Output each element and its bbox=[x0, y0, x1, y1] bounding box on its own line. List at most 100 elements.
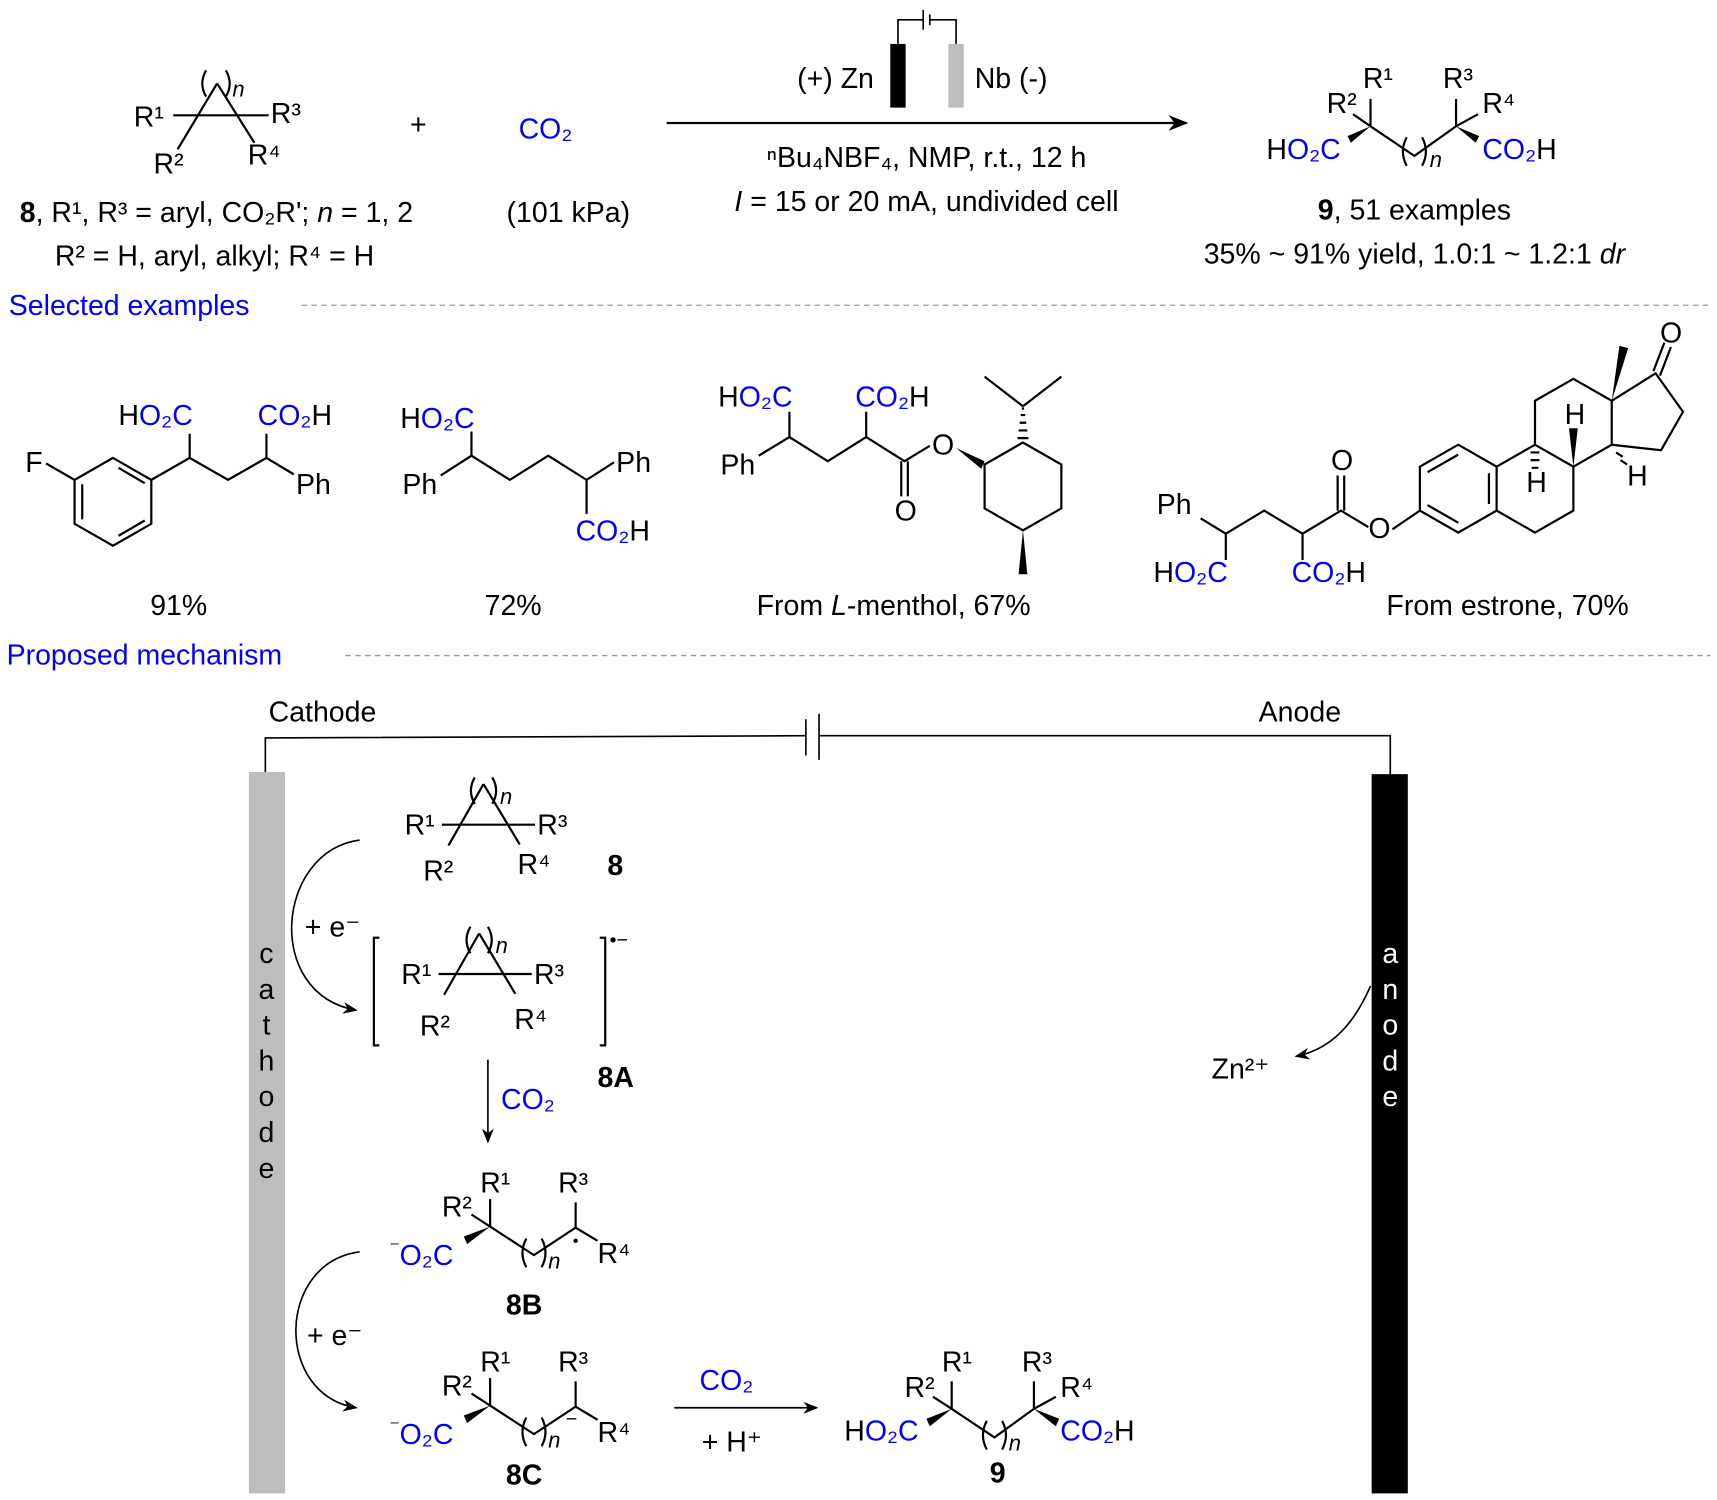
hydrogen-label: H bbox=[1526, 467, 1547, 499]
electrode-letter: d bbox=[1382, 1045, 1398, 1077]
r4-label: R⁴ bbox=[248, 140, 281, 172]
electrode-letter: n bbox=[1382, 974, 1398, 1006]
zinc-ion-label: Zn²⁺ bbox=[1212, 1053, 1270, 1085]
section-title-selected: Selected examples bbox=[9, 290, 250, 322]
carboxyl: HO₂C bbox=[1153, 557, 1227, 589]
carboxyl-left: HO₂C bbox=[844, 1416, 918, 1448]
electrolysis-cell-icon bbox=[890, 9, 964, 108]
electrode-letter: e bbox=[259, 1153, 275, 1185]
electrode-letter: c bbox=[259, 938, 273, 970]
hydrogen-label: H bbox=[1565, 399, 1586, 431]
product-9: n HO₂C CO₂H R² R¹ R³ R⁴ bbox=[1266, 63, 1556, 172]
carboxyl: CO₂H bbox=[855, 381, 929, 413]
r2-label: R² bbox=[442, 1371, 472, 1403]
n-label: n bbox=[232, 77, 244, 102]
proton-label: + H⁺ bbox=[702, 1427, 762, 1459]
n-label: n bbox=[500, 784, 512, 809]
label-8B: 8B bbox=[506, 1289, 542, 1321]
intermediate-8B: n ⁻O₂C R² R¹ R³ R⁴ bbox=[389, 1168, 630, 1274]
oxygen-label: O bbox=[895, 495, 917, 527]
n-label: n bbox=[496, 933, 508, 958]
r2-label: R² bbox=[420, 1010, 450, 1042]
carboxylate: ⁻O₂C bbox=[389, 1416, 453, 1451]
ketone-oxygen-label: O bbox=[1660, 318, 1682, 350]
r3-label: R³ bbox=[271, 98, 301, 130]
carboxylate: ⁻O₂C bbox=[389, 1237, 453, 1272]
example-4-estrone: Ph O O O H H H HO₂C CO₂H bbox=[1153, 318, 1685, 589]
yield-description: 35% ~ 91% yield, 1.0:1 ~ 1.2:1 dr bbox=[1204, 239, 1627, 271]
co2-reagent: CO₂ bbox=[519, 113, 573, 145]
radical-anion-8A: n R¹ R³ R² R⁴ •− bbox=[372, 926, 628, 1047]
co2-label: CO₂ bbox=[501, 1084, 555, 1116]
oxygen-label: O bbox=[932, 430, 954, 462]
r2-label: R² bbox=[1327, 88, 1357, 120]
r1-label: R¹ bbox=[401, 959, 431, 991]
r2-label: R² bbox=[423, 856, 453, 888]
r3-label: R³ bbox=[534, 959, 564, 991]
pressure-label: (101 kPa) bbox=[507, 197, 631, 229]
hydrogen-label: H bbox=[1627, 460, 1648, 492]
zn-electrode bbox=[890, 43, 906, 108]
electrode-letter: o bbox=[259, 1081, 275, 1113]
cathode-title: Cathode bbox=[269, 696, 377, 728]
carboxyl: CO₂H bbox=[576, 515, 650, 547]
phenyl-label: Ph bbox=[720, 449, 755, 481]
r1-label: R¹ bbox=[942, 1347, 972, 1379]
intermediate-8C: n − ⁻O₂C R² R¹ R³ R⁴ bbox=[389, 1347, 630, 1453]
carbanion-charge: − bbox=[566, 1408, 578, 1430]
compound-8: n R¹ R³ R² R⁴ bbox=[405, 776, 567, 888]
carboxyl-right: CO₂H bbox=[1482, 134, 1556, 166]
phenyl-label: Ph bbox=[296, 469, 331, 501]
label-8C: 8C bbox=[506, 1460, 542, 1492]
example-1-yield: 91% bbox=[150, 590, 207, 622]
r2-label: R² bbox=[153, 148, 183, 180]
carboxyl: HO₂C bbox=[400, 403, 474, 435]
carboxyl: HO₂C bbox=[718, 381, 792, 413]
anode-title: Anode bbox=[1259, 696, 1341, 728]
r3-label: R³ bbox=[558, 1347, 588, 1379]
r1-label: R¹ bbox=[134, 101, 164, 133]
final-product-9: n HO₂C CO₂H R² R¹ R³ R⁴ bbox=[844, 1347, 1134, 1456]
radical-dot bbox=[573, 1238, 578, 1244]
label-8A: 8A bbox=[598, 1062, 634, 1094]
cathode-label: Nb (-) bbox=[975, 63, 1048, 95]
r3-label: R³ bbox=[1022, 1347, 1052, 1379]
oxygen-label: O bbox=[1368, 513, 1390, 545]
example-3-caption: From L-menthol, 67% bbox=[757, 590, 1031, 622]
r1-label: R¹ bbox=[480, 1168, 510, 1200]
electron-label: + e⁻ bbox=[307, 1320, 362, 1352]
oxygen-label: O bbox=[1331, 445, 1353, 477]
phenyl-label: Ph bbox=[616, 447, 651, 479]
r4-label: R⁴ bbox=[514, 1004, 547, 1036]
example-3-menthol: Ph O O HO₂C CO₂H bbox=[718, 375, 1063, 575]
r4-label: R⁴ bbox=[598, 1417, 631, 1449]
example-2: Ph Ph HO₂C CO₂H bbox=[400, 403, 651, 547]
radical-anion-charge: •− bbox=[610, 930, 628, 952]
n-label: n bbox=[1009, 1431, 1021, 1456]
phenyl-label: Ph bbox=[402, 469, 437, 501]
curved-arrow bbox=[295, 1251, 360, 1412]
reactant-description: 8, R¹, R³ = aryl, CO₂R'; n = 1, 2 bbox=[20, 197, 413, 229]
conditions-line-2: I = 15 or 20 mA, undivided cell bbox=[734, 186, 1118, 218]
electrode-letter: a bbox=[259, 974, 275, 1006]
r4-label: R⁴ bbox=[598, 1238, 631, 1270]
example-2-yield: 72% bbox=[485, 590, 542, 622]
n-label: n bbox=[1430, 147, 1442, 172]
n-label: n bbox=[548, 1248, 560, 1273]
ring-size-paren bbox=[201, 69, 231, 98]
electrode-letter: d bbox=[259, 1117, 275, 1149]
r3-label: R³ bbox=[1443, 63, 1473, 95]
oxidation-arrow bbox=[1294, 985, 1372, 1060]
example-4-caption: From estrone, 70% bbox=[1386, 590, 1628, 622]
circuit-wire bbox=[264, 713, 1392, 775]
electrode-letter: h bbox=[259, 1045, 275, 1077]
carboxyl: HO₂C bbox=[118, 400, 192, 432]
reactant-8: n R¹ R³ R² R⁴ bbox=[134, 69, 301, 181]
nb-electrode bbox=[948, 43, 964, 108]
r1-label: R¹ bbox=[405, 810, 435, 842]
carboxyl-right: CO₂H bbox=[1060, 1416, 1134, 1448]
r4-label: R⁴ bbox=[1060, 1372, 1093, 1404]
carboxyl: CO₂H bbox=[1292, 557, 1366, 589]
